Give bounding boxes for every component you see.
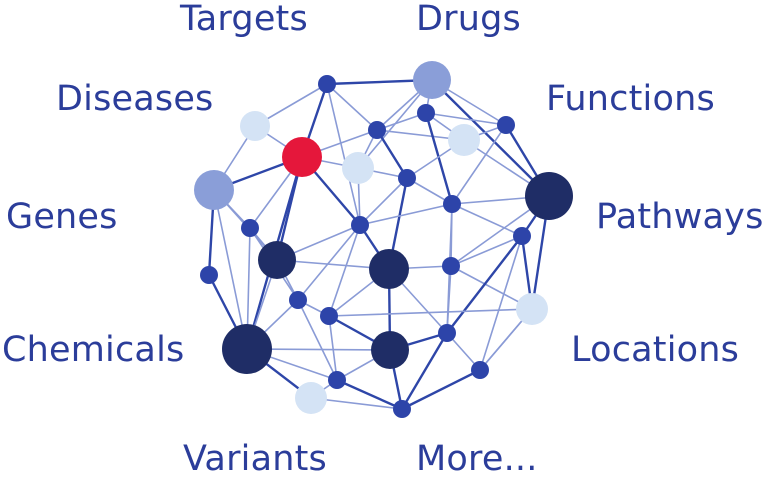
graph-edge	[326, 83, 361, 226]
label-genes: Genes	[6, 197, 118, 237]
graph-node	[393, 400, 411, 418]
graph-node	[318, 75, 336, 93]
graph-edge	[451, 203, 523, 237]
graph-nodes	[194, 61, 573, 418]
graph-node	[371, 331, 409, 369]
graph-edge	[450, 235, 523, 267]
graph-node	[222, 324, 272, 374]
graph-node	[342, 152, 374, 184]
graph-edge	[400, 368, 482, 411]
graph-node	[497, 116, 515, 134]
graph-node	[289, 291, 307, 309]
graph-node	[442, 257, 460, 275]
graph-node	[295, 382, 327, 414]
graph-edge	[446, 265, 452, 334]
graph-edge	[430, 78, 551, 198]
graph-node	[448, 124, 480, 156]
graph-node	[513, 227, 531, 245]
graph-node	[368, 121, 386, 139]
graph-node	[328, 371, 346, 389]
label-targets: Targets	[180, 0, 308, 39]
graph-node	[413, 61, 451, 99]
graph-node	[369, 249, 409, 289]
label-variants: Variants	[183, 439, 327, 479]
graph-edge	[326, 83, 378, 131]
graph-edge	[328, 308, 533, 317]
graph-node	[320, 307, 338, 325]
graph-node	[438, 324, 456, 342]
graph-edge	[297, 224, 361, 301]
graph-node	[417, 104, 435, 122]
graph-edge	[451, 124, 507, 205]
graph-node	[194, 170, 234, 210]
graph-node	[258, 241, 296, 279]
graph-edge	[297, 299, 338, 381]
graph-node	[240, 111, 270, 141]
graph-node	[351, 216, 369, 234]
graph-edge	[375, 128, 409, 180]
graph-node	[200, 266, 218, 284]
graph-edge	[359, 177, 408, 226]
graph-node	[471, 361, 489, 379]
graph-node	[398, 169, 416, 187]
graph-node	[443, 195, 461, 213]
graph-edge	[213, 189, 248, 350]
label-drugs: Drugs	[416, 0, 521, 39]
highlighted-node	[282, 137, 322, 177]
graph-edge	[445, 234, 524, 335]
graph-edge	[359, 203, 453, 226]
graph-edge	[400, 331, 449, 411]
graph-node	[241, 219, 259, 237]
label-chemicals: Chemicals	[2, 330, 185, 370]
label-diseases: Diseases	[56, 79, 214, 119]
graph-edge	[424, 111, 454, 206]
label-more: More...	[416, 439, 538, 479]
label-locations: Locations	[571, 330, 740, 370]
graph-node	[516, 293, 548, 325]
graph-edge	[328, 224, 361, 317]
graph-edge	[328, 315, 338, 381]
graph-edge	[425, 112, 507, 126]
label-pathways: Pathways	[596, 197, 764, 237]
graph-node	[525, 172, 573, 220]
graph-edge	[335, 378, 404, 411]
label-functions: Functions	[546, 79, 715, 119]
graph-edge	[479, 235, 523, 371]
